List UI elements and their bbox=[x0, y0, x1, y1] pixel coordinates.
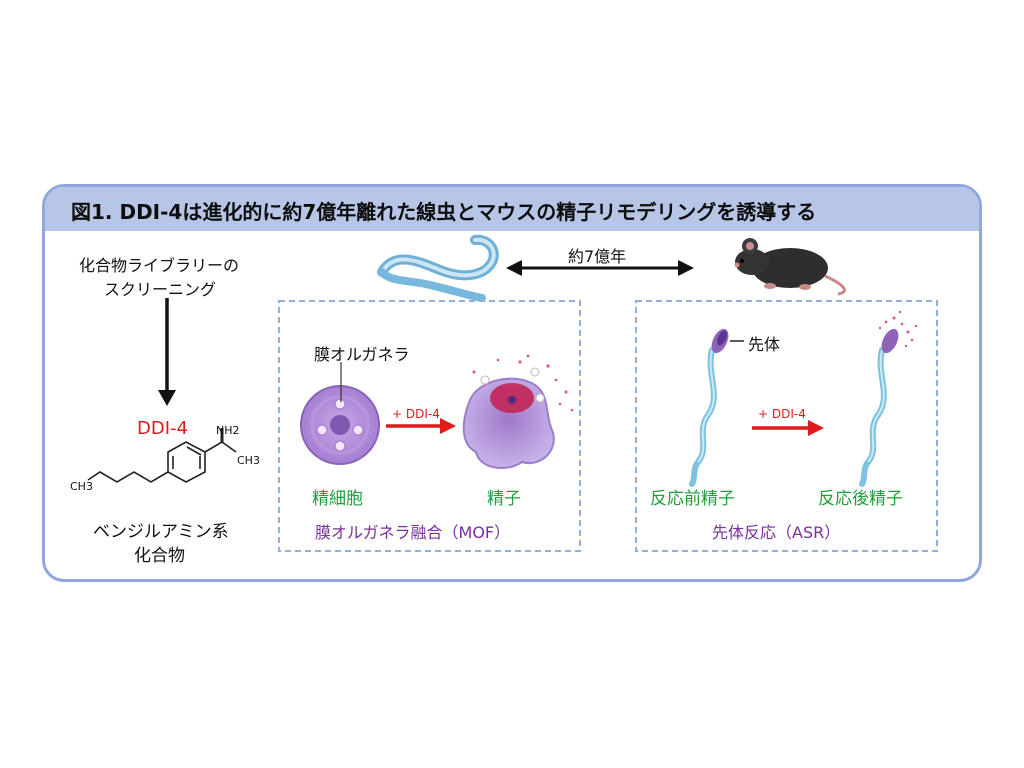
compound-name: DDI-4 bbox=[137, 418, 188, 439]
compound-class-line1: ベンジルアミン系 bbox=[93, 522, 229, 542]
mouse-treatment-label: + DDI-4 bbox=[758, 407, 806, 421]
sperm-after-label: 反応後精子 bbox=[818, 489, 903, 509]
structure-ch3-left: CH3 bbox=[70, 480, 93, 493]
structure-nh2: NH2 bbox=[216, 424, 240, 437]
compound-class-line2: 化合物 bbox=[134, 546, 185, 566]
figure-title: 図1. DDI-4は進化的に約7億年離れた線虫とマウスの精子リモデリングを誘導す… bbox=[71, 200, 817, 224]
screening-label-line1: 化合物ライブラリーの bbox=[79, 256, 240, 275]
asr-label: 先体反応（ASR） bbox=[712, 523, 841, 542]
structure-ch3-right: CH3 bbox=[237, 454, 260, 467]
acrosome-label: 先体 bbox=[748, 335, 781, 354]
spermatozoon-label: 精子 bbox=[487, 489, 521, 509]
sperm-before-label: 反応前精子 bbox=[650, 489, 735, 509]
mof-label: 膜オルガネラ融合（MOF） bbox=[315, 523, 511, 542]
distance-label: 約7億年 bbox=[568, 247, 627, 266]
screening-label-line2: スクリーニング bbox=[104, 280, 217, 299]
nematode-treatment-label: + DDI-4 bbox=[392, 407, 440, 421]
organelle-label: 膜オルガネラ bbox=[314, 345, 410, 364]
spermatid-label: 精細胞 bbox=[312, 489, 363, 509]
figure-header bbox=[45, 187, 979, 231]
